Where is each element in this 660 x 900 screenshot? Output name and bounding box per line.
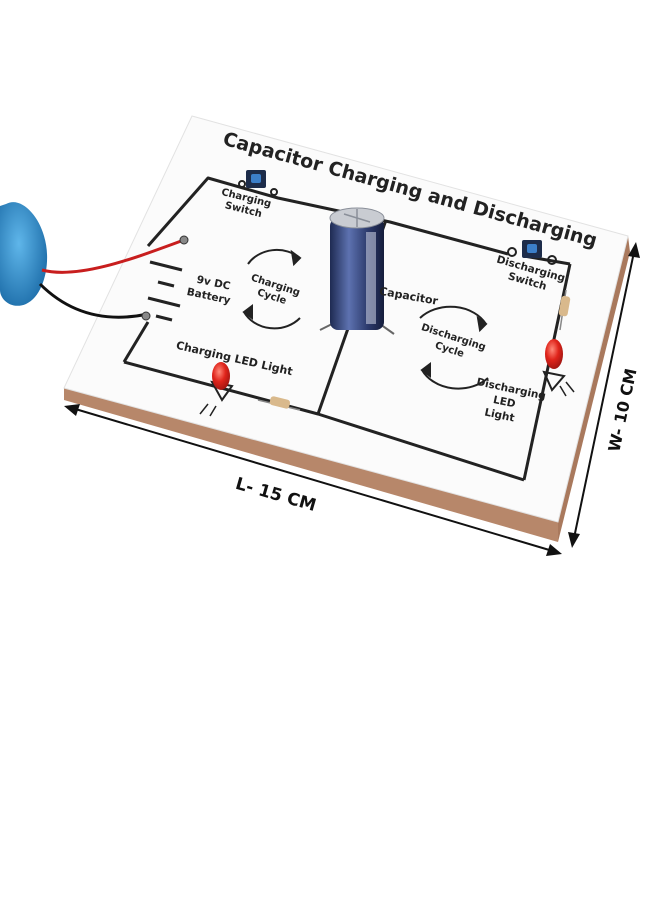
battery-symbol [147, 260, 183, 322]
width-dimension-arrow [568, 242, 640, 548]
charging-cycle-arrows [242, 248, 302, 330]
board-edge [64, 388, 558, 542]
charging-resistor [257, 396, 301, 411]
length-label: L- 15 CM [233, 474, 318, 516]
charging-switch [238, 170, 278, 196]
black-wire [38, 282, 149, 319]
discharging-switch [507, 240, 557, 265]
wire-top-left [146, 176, 509, 256]
board-edge-right [558, 236, 630, 542]
discharging-cycle-arrows [419, 305, 489, 390]
discharging-resistor [558, 289, 571, 331]
wire-left-down [122, 321, 150, 363]
red-wire [41, 238, 185, 274]
length-dimension-arrow [64, 404, 562, 556]
length-label-group: L- 15 CM [233, 474, 318, 516]
charging-led [199, 362, 234, 417]
battery-clip [0, 202, 189, 321]
width-label-group: W- 10 CM [604, 367, 640, 454]
width-label: W- 10 CM [604, 367, 640, 454]
discharging-led-label-line2: LED [492, 394, 517, 410]
discharging-led [542, 339, 575, 397]
battery-clip-body [0, 202, 48, 306]
capacitor [319, 207, 395, 335]
